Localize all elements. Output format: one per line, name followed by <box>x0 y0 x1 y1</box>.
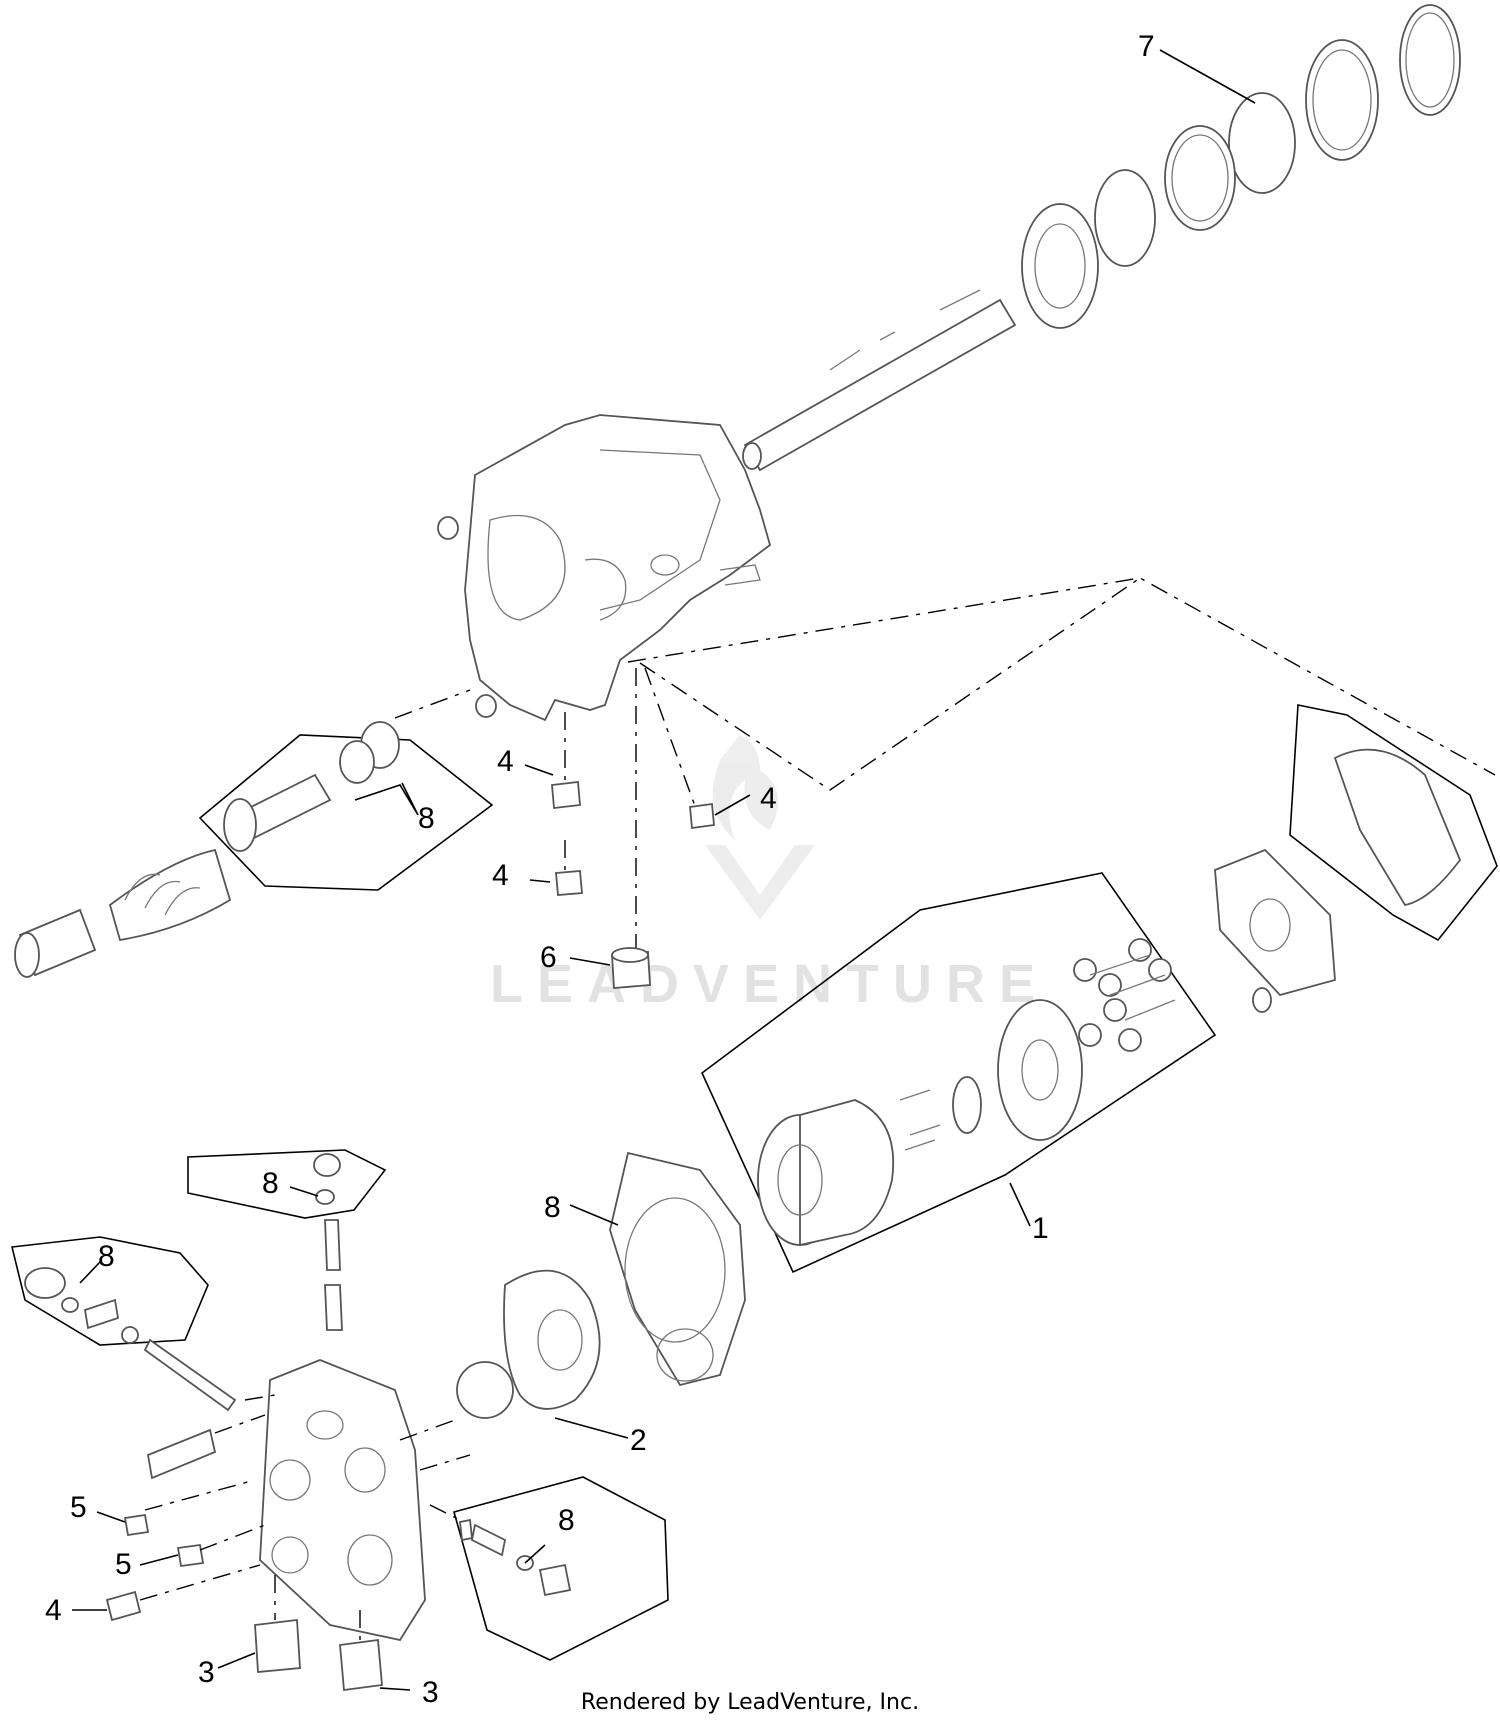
callout-4-lower: 4 <box>492 859 509 892</box>
dashed-line-housing-to-plate <box>627 577 1496 776</box>
callout-5-lower: 5 <box>115 1548 132 1581</box>
dashed-lines-lower <box>139 1394 471 1640</box>
needle-bearing <box>456 1361 514 1419</box>
leadventure-logo-icon <box>705 735 815 920</box>
rotating-kit <box>701 872 1217 1274</box>
callout-4-right: 4 <box>760 782 777 815</box>
dashed-line-oring <box>394 689 471 719</box>
callout-8-gasket: 8 <box>544 1191 561 1224</box>
plugs-center <box>551 780 715 989</box>
footer-credit: Rendered by LeadVenture, Inc. <box>580 1690 920 1715</box>
callout-8-right-kit: 8 <box>558 1504 575 1537</box>
valve-plate <box>503 1269 601 1410</box>
callout-8-top-kit: 8 <box>262 1167 279 1200</box>
callout-6: 6 <box>540 941 557 974</box>
callout-1: 1 <box>1032 1212 1049 1245</box>
kit-outline-right <box>453 1476 669 1661</box>
gasket <box>609 1151 746 1387</box>
shaft-assembly <box>742 4 1461 472</box>
callout-3-left: 3 <box>198 1656 215 1689</box>
watermark-text: LEADVENTURE <box>490 954 1049 1014</box>
callout-8-spring-kit: 8 <box>418 802 435 835</box>
callout-4-upper: 4 <box>497 745 514 778</box>
kit-outline-top <box>187 1149 387 1219</box>
callout-2: 2 <box>630 1424 647 1457</box>
end-cap <box>259 1359 426 1642</box>
kit-outline-left <box>11 1236 209 1346</box>
leader-lines <box>72 49 1256 1691</box>
dashed-line-housing-to-ring <box>639 577 1141 791</box>
callout-3-right: 3 <box>422 1676 439 1709</box>
dashed-line-plug-right <box>644 667 701 821</box>
callout-5-upper: 5 <box>70 1491 87 1524</box>
spring-kit <box>14 721 494 978</box>
swashplate-assembly <box>1214 704 1498 1013</box>
callout-8-left-kit: 8 <box>98 1240 115 1273</box>
callout-4-bottom: 4 <box>45 1594 62 1627</box>
callout-7: 7 <box>1138 30 1155 63</box>
pump-housing <box>437 414 772 722</box>
